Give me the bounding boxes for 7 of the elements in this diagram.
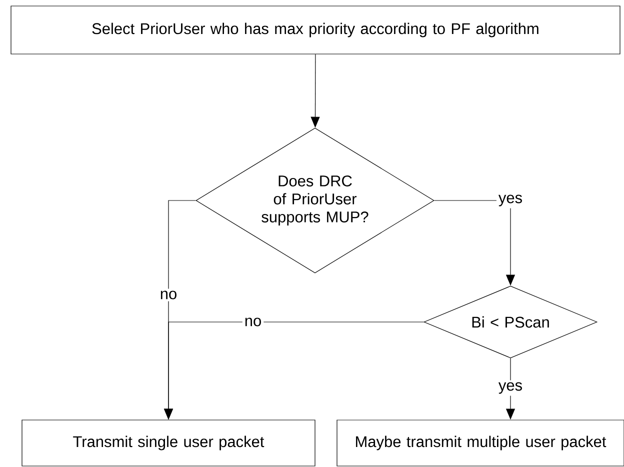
process-box: Transmit single user packet	[22, 420, 316, 466]
edge-label: yes	[496, 192, 525, 208]
edge-label: yes	[496, 380, 525, 396]
process-box: Select PriorUser who has max priority according to PF algorithm	[10, 6, 620, 54]
edge-label: no	[242, 316, 264, 328]
process-box: Maybe transmit multiple user packet	[336, 420, 624, 466]
edge-label: no	[158, 288, 180, 302]
